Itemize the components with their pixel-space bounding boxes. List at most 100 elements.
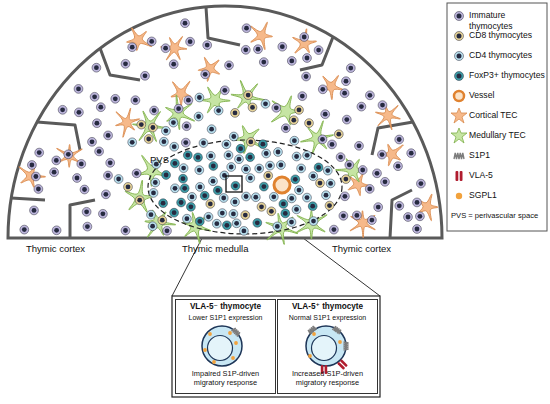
cell-body (183, 151, 192, 160)
thymocyte (196, 183, 205, 192)
cell-body (128, 138, 137, 147)
cell-body (314, 163, 323, 172)
cell-core (161, 201, 166, 206)
cell-core (246, 93, 251, 98)
thymocyte (355, 141, 364, 150)
medullary-tec (271, 96, 301, 125)
thymocyte (104, 171, 113, 180)
thymocyte (309, 217, 318, 226)
cell-body (121, 59, 130, 68)
thymocyte (195, 217, 204, 226)
cell-body (74, 85, 83, 94)
cortical-tec (251, 22, 273, 49)
cell-core (367, 187, 372, 192)
thymocyte (186, 37, 195, 46)
cell-body (314, 46, 323, 55)
cell-body (207, 125, 216, 134)
thymocyte (82, 207, 91, 216)
cell-body (32, 172, 41, 181)
thymocyte (366, 91, 375, 100)
cell-core (302, 35, 307, 40)
cell-core (77, 110, 82, 115)
thymocyte-cell (202, 326, 242, 366)
cell-core (171, 120, 176, 125)
thymocyte (229, 210, 238, 219)
inset-panel: VLA-5⁺ thymocyteNormal S1P1 expressionIn… (277, 299, 378, 394)
sgpl1-sample (456, 193, 462, 199)
thymocyte (262, 149, 271, 158)
cell-core (185, 216, 190, 221)
cell-core (52, 170, 57, 175)
septum-line (100, 48, 140, 80)
cell-core (162, 139, 167, 144)
legend-text: CD8 thymocytes (469, 30, 532, 40)
cell-body (183, 214, 192, 223)
cell-core (206, 214, 211, 219)
medullary-tec (231, 80, 265, 109)
immature-cell-sample (455, 12, 464, 21)
thymocyte (267, 207, 276, 216)
thymocyte (209, 177, 218, 186)
cell-core (92, 94, 97, 99)
thymocyte (287, 194, 296, 203)
thymocyte (184, 96, 193, 105)
cd8-cell-sample (455, 32, 464, 41)
cell-body (169, 118, 178, 127)
cell-body (180, 184, 189, 193)
thymocyte (231, 181, 240, 190)
cell-core (380, 152, 385, 157)
cell-core (307, 121, 312, 126)
cell-body (150, 106, 159, 115)
panel-note: Lower S1P1 expression (178, 314, 273, 322)
cell-body (334, 130, 343, 139)
thymocyte (92, 63, 101, 72)
thymocyte (149, 123, 158, 132)
cell-body (255, 164, 264, 173)
legend-entry: FoxP3+ thymocytes (469, 70, 546, 81)
cell-core (328, 181, 333, 186)
cell-core (357, 143, 362, 148)
cell-core (151, 191, 156, 196)
cell-core (60, 107, 65, 112)
cell-core (106, 173, 111, 178)
cell-body (222, 140, 231, 149)
cell-core (344, 79, 349, 84)
cell-core (330, 142, 335, 147)
cell-body (260, 182, 269, 191)
thymocyte (170, 142, 179, 151)
cell-body (241, 45, 250, 54)
cell-body (381, 177, 390, 186)
thymocyte (93, 119, 102, 128)
thymocyte (373, 169, 382, 178)
thymocyte (365, 185, 374, 194)
cell-core (268, 163, 273, 168)
cell-core (344, 117, 349, 122)
thymocyte (161, 44, 170, 53)
sgpl1-dot (208, 332, 212, 336)
cell-core (418, 214, 423, 219)
thymocyte (277, 161, 286, 170)
cell-body (303, 151, 312, 160)
cell-core (234, 221, 239, 226)
cell-core (201, 141, 206, 146)
cell-body (203, 41, 212, 50)
cell-body (204, 212, 213, 221)
thymocyte (303, 151, 312, 160)
cell-body (151, 178, 160, 187)
cell-body (241, 211, 250, 220)
cell-core (208, 202, 213, 207)
cell-core (108, 160, 113, 165)
region-label: Thymic medulla (182, 243, 249, 254)
cell-core (316, 48, 321, 53)
thymocyte (395, 201, 404, 210)
thymocyte (162, 171, 171, 180)
vessel-ring (274, 177, 290, 193)
thymocyte (141, 71, 150, 80)
legend-entry: CD4 thymocytes (469, 50, 546, 61)
cell-core (289, 196, 294, 201)
cell-core (336, 132, 341, 137)
cell-body (407, 149, 416, 158)
cell-core (97, 149, 102, 154)
cell-core (380, 103, 385, 108)
